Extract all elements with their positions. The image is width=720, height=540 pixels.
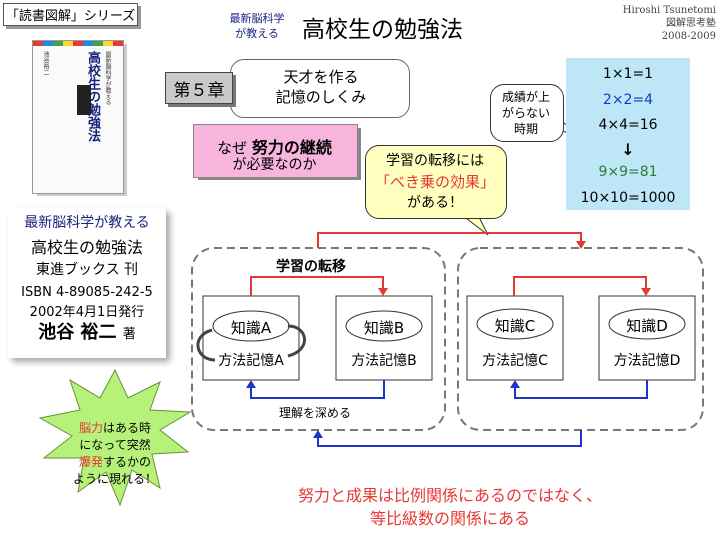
power-4: 9×9=81 [598, 164, 658, 180]
knowledge-oval-b [345, 310, 423, 342]
transfer-arrow-cd [513, 276, 647, 296]
credit-name: Hiroshi Tsunetomi [622, 5, 716, 16]
knowledge-b-label: 知識B [363, 319, 405, 337]
book-info-card [8, 208, 166, 358]
book-cover-subtitle: 最新脳科学が教える [104, 51, 111, 105]
question-prefix: なぜ [217, 139, 248, 157]
starburst-line2: になって突然 [79, 438, 151, 452]
power-arrow: ↓ [621, 140, 635, 159]
question-line2: が必要なのか [232, 157, 317, 173]
question-box [193, 124, 358, 178]
knowledge-c-label: 知識C [494, 317, 536, 335]
transfer-arrowhead-ab [378, 288, 388, 296]
book-color-stripe [33, 41, 123, 46]
power-2: 2×2=4 [602, 92, 654, 108]
chapter-line1: 天才を作る [283, 68, 359, 86]
subtitle-line2: が教える [235, 27, 279, 40]
book-info-line3: 東進ブックス 刊 [35, 262, 139, 278]
starburst-word-brain: 脳力 [78, 421, 103, 435]
transfer-arrow-groups [317, 232, 582, 248]
method-b-label: 方法記憶B [351, 353, 417, 369]
chapter-title: 天才を作る 記憶のしくみ [236, 67, 406, 107]
question-emphasis: 努力の継続 [251, 138, 332, 157]
transfer-arrowhead-cd [641, 288, 651, 296]
book-cover: 池谷裕二 最新脳科学が教える 高校生の勉強法 [32, 40, 124, 194]
credit-years: 2008-2009 [661, 31, 716, 42]
deepen-arrow-ab [250, 380, 385, 399]
book-info-line2: 高校生の勉強法 [30, 238, 143, 257]
question-line1: なぜ 努力の継続 [193, 134, 356, 158]
knowledge-oval-d [608, 308, 686, 340]
transfer-label: 学習の転移 [276, 259, 346, 275]
book-info-author: 池谷 裕二 著 [8, 318, 166, 344]
starburst-word-explode: 爆発 [78, 455, 103, 469]
knowledge-a-label: 知識A [230, 319, 272, 337]
deepen-arrow-cd [514, 380, 648, 399]
credit-org: 図解思考塾 [666, 18, 716, 29]
knowledge-d-label: 知識D [626, 317, 668, 335]
transfer-arrow-ab [250, 276, 384, 296]
book-info-date: 2002年4月1日発行 [29, 305, 145, 320]
starburst-text: 脳力はある時 になって突然 爆発するかの ように現れる！ [60, 420, 170, 488]
chapter-tag: 第５章 [165, 72, 233, 104]
starburst-text1: はある時 [103, 421, 152, 435]
author-suffix: 著 [122, 327, 136, 342]
plateau-line2: がらない [501, 106, 550, 120]
method-c-label: 方法記憶C [482, 353, 548, 369]
author-name: 池谷 裕二 [38, 322, 117, 343]
book-info-isbn: ISBN 4-89085-242-5 [21, 285, 153, 300]
method-d-label: 方法記憶D [613, 353, 681, 369]
deepen-arrowhead-groups [313, 430, 323, 438]
starburst-line4: ように現れる！ [72, 472, 157, 486]
effect-line2: 「べき乗の効果」 [374, 173, 495, 191]
power-1: 1×1=1 [602, 66, 654, 82]
page-title: 高校生の勉強法 [302, 17, 463, 43]
book-cover-badge [77, 85, 91, 115]
book-info-line1: 最新脳科学が教える [24, 215, 150, 231]
effect-line1: 学習の転移には [386, 153, 484, 169]
plateau-line1: 成績が上 [501, 90, 550, 104]
deepen-arrow-groups [317, 430, 582, 447]
starburst-line1: 脳力はある時 [60, 420, 170, 437]
book-cover-title: 高校生の勉強法 [85, 51, 100, 142]
chapter-line2: 記憶のしくみ [275, 88, 367, 106]
knowledge-oval-c [476, 308, 554, 340]
deepen-arrowhead-cd [510, 380, 520, 388]
power-5: 10×10=1000 [580, 190, 676, 206]
conclusion-line2: 等比級数の関係にある [369, 509, 530, 528]
method-a-label: 方法記憶A [218, 353, 284, 369]
subtitle-line1: 最新脳科学 [229, 12, 285, 25]
starburst-line3: 爆発するかの [60, 454, 170, 471]
book-cover-author: 池谷裕二 [42, 51, 49, 75]
conclusion: 努力と成果は比例関係にあるのではなく、 等比級数の関係にある [230, 484, 670, 530]
deepen-arrowhead-ab [246, 380, 256, 388]
starburst-text3: するかの [103, 455, 152, 469]
power-effect-bubble [365, 145, 507, 219]
idea-starburst [38, 368, 192, 507]
power-3: 4×4=16 [598, 117, 658, 133]
author-credit: Hiroshi Tsunetomi 図解思考塾 2008-2009 [612, 4, 716, 43]
conclusion-line1: 努力と成果は比例関係にあるのではなく、 [297, 486, 602, 505]
plateau-line3: 時期 [513, 122, 538, 136]
cycle-arrow-left [196, 328, 216, 362]
subtitle: 最新脳科学 が教える [220, 11, 294, 41]
power-sequence-box [566, 58, 690, 210]
series-label: 「読書図解」シリーズ [3, 3, 138, 26]
effect-line3: がある！ [407, 195, 463, 211]
plateau-bubble [490, 84, 564, 142]
deepen-label: 理解を深める [270, 404, 360, 421]
transfer-arrowhead-groups [576, 241, 586, 249]
cycle-arrow-right [287, 324, 306, 358]
chapter-box [230, 59, 410, 118]
